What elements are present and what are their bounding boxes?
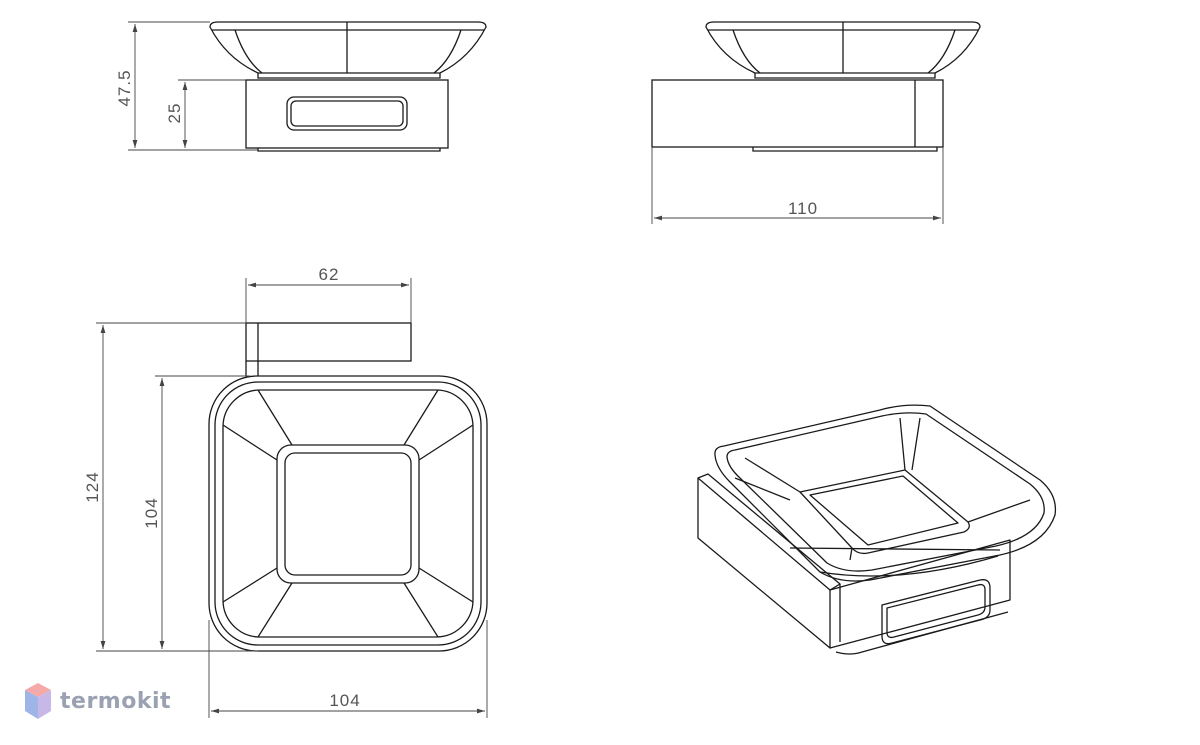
dim-label-47-5: 47.5	[115, 69, 134, 106]
side-dimensions	[651, 147, 944, 224]
iso-base-window-inner	[886, 583, 986, 639]
dim-label-110: 110	[788, 199, 818, 218]
front-dish-inner-left	[234, 29, 263, 74]
front-view	[209, 21, 487, 152]
iso-base-right-face	[829, 539, 1011, 649]
top-dish-edge-tr	[403, 389, 474, 461]
iso-base-bottom	[835, 611, 1009, 655]
iso-dish-inner-rim	[726, 412, 1045, 572]
iso-base-top-left	[697, 473, 841, 591]
dim-label-124: 124	[83, 471, 102, 502]
dim-label-104-vertical: 104	[142, 497, 161, 528]
top-mount-bracket	[245, 322, 412, 362]
iso-dish-edges	[734, 417, 1031, 561]
iso-dish-bowl-bottom	[799, 469, 970, 555]
iso-base-window	[881, 579, 991, 645]
side-dish-inner-right	[927, 29, 956, 74]
side-view	[651, 21, 981, 152]
side-base-block	[651, 79, 944, 148]
top-dish-edge-br	[403, 567, 474, 638]
side-dish-inner-left	[732, 29, 761, 74]
top-view	[208, 322, 488, 652]
top-dish-bottom-inner	[284, 452, 412, 576]
front-dish-inner-right	[433, 29, 462, 74]
iso-dish-foot	[789, 547, 1001, 577]
front-base-window-inner	[290, 100, 404, 127]
side-dish-foot	[754, 73, 936, 79]
isometric-view	[697, 404, 1057, 655]
top-dish-edge-bl	[222, 567, 293, 638]
termokit-logo: termokit	[24, 681, 171, 721]
dim-label-104-horizontal: 104	[329, 691, 360, 710]
top-dish-bottom	[276, 444, 420, 584]
front-dimensions	[128, 21, 258, 151]
dim-label-62: 62	[319, 265, 340, 284]
front-dish-outline	[209, 21, 487, 74]
top-dimensions	[96, 278, 488, 718]
cube-logo-icon	[25, 683, 51, 719]
front-base-block	[245, 79, 449, 149]
top-dish-rim	[214, 381, 482, 646]
iso-dish-outer-rim	[714, 404, 1057, 582]
logo-text: termokit	[60, 688, 172, 714]
side-base-bottom	[752, 147, 938, 152]
top-dish-inner-wall	[222, 389, 474, 638]
top-dish-outer	[208, 375, 488, 652]
dim-label-25: 25	[165, 103, 184, 124]
front-base-window	[286, 96, 408, 131]
top-dish-edge-tl	[222, 389, 293, 461]
front-dish-foot	[257, 73, 441, 79]
front-base-bottom	[257, 148, 441, 152]
side-dish-outline	[705, 21, 981, 74]
iso-dish-bowl-bottom-inner	[809, 475, 959, 546]
